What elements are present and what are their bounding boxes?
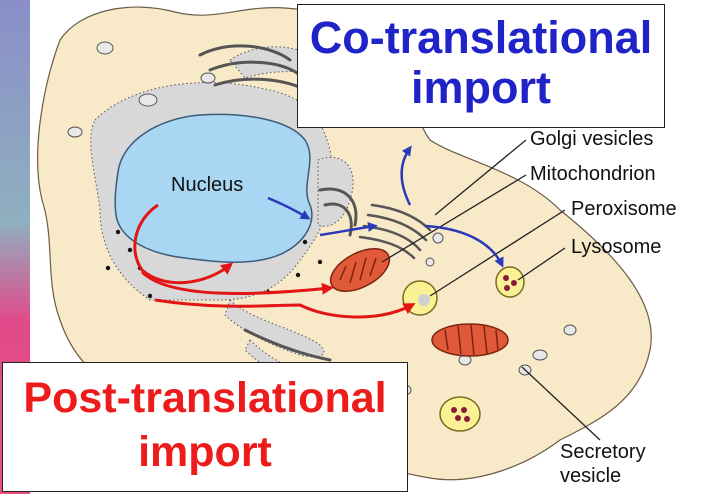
co-title-line1: Co-translational xyxy=(309,12,653,63)
mitochondrion-2 xyxy=(431,323,509,357)
co-title-line2: import xyxy=(411,62,551,113)
secretory-label-line1: Secretory xyxy=(560,441,646,463)
post-title-line1: Post-translational xyxy=(23,374,387,422)
mitochondrion-label: Mitochondrion xyxy=(530,163,656,185)
mitochondrion xyxy=(329,248,391,292)
co-translational-title: Co-translational import xyxy=(297,4,665,128)
secretory-label-line2: vesicle xyxy=(560,465,622,487)
post-title-line2: import xyxy=(138,428,272,476)
nucleus-label: Nucleus xyxy=(171,174,244,196)
label-leader-lines xyxy=(381,139,601,441)
lysosome-label: Lysosome xyxy=(571,236,662,258)
post-translational-arrows xyxy=(133,203,416,319)
co-translational-arrows xyxy=(267,145,504,268)
lysosome-2 xyxy=(439,396,481,432)
peroxisome xyxy=(402,280,438,316)
post-translational-title: Post-translational import xyxy=(2,362,408,492)
nucleus xyxy=(114,113,313,263)
secretory-vesicle-label: Secretory vesicle xyxy=(560,440,646,488)
lysosome xyxy=(495,266,525,298)
peroxisome-label: Peroxisome xyxy=(571,198,677,220)
golgi-vesicles-label: Golgi vesicles xyxy=(530,128,654,150)
